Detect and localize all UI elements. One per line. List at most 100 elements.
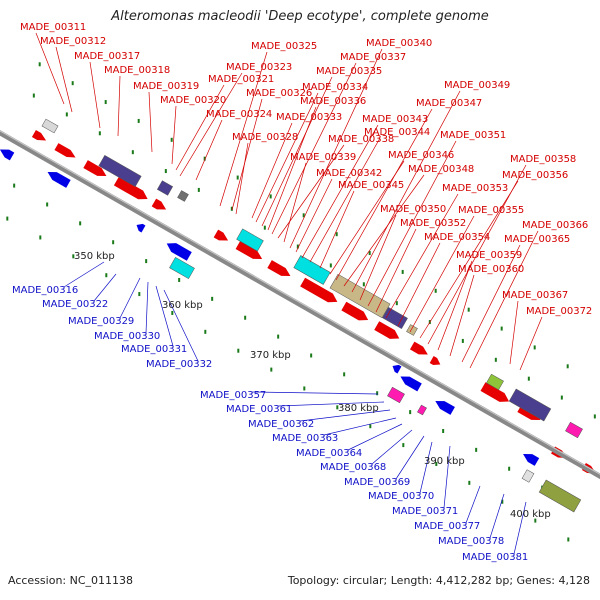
gene-label-reverse: MADE_00381: [462, 552, 528, 563]
leader-line-reverse: [371, 429, 413, 465]
gene-label-reverse: MADE_00362: [248, 419, 314, 430]
leader-line-forward: [419, 180, 519, 339]
forward-gene-arrow: [480, 382, 510, 402]
marker-dot: [277, 334, 280, 339]
marker-dot: [435, 461, 438, 466]
forward-gene-arrow: [213, 229, 229, 241]
leader-line-forward: [277, 144, 345, 239]
forward-gene-arrow: [54, 143, 76, 158]
gene-label-forward: MADE_00343: [362, 114, 428, 125]
leader-line-reverse: [323, 417, 397, 436]
marker-dot: [336, 405, 339, 410]
marker-dot: [467, 307, 470, 312]
marker-dot: [236, 175, 239, 180]
leader-line-reverse: [395, 435, 425, 480]
marker-dot: [98, 131, 101, 136]
marker-dot: [170, 137, 173, 142]
genome-backbone: [0, 129, 600, 480]
forward-gene-arrow: [300, 277, 338, 303]
map-title: Alteromonas macleodii 'Deep ecotype', co…: [111, 9, 489, 24]
marker-dot: [164, 169, 167, 174]
gene-label-reverse: MADE_00316: [12, 285, 78, 296]
marker-dot: [527, 376, 530, 381]
marker-dot: [6, 216, 9, 221]
marker-dot: [401, 269, 404, 274]
gene-label-forward: MADE_00360: [458, 264, 524, 275]
leader-line-forward: [219, 51, 268, 207]
marker-dot: [13, 183, 16, 188]
reverse-gene-arrow: [523, 454, 540, 466]
leader-line-forward: [375, 228, 417, 313]
marker-dot: [343, 372, 346, 377]
leader-line-forward: [255, 92, 319, 223]
reverse-gene-arrow: [0, 149, 15, 161]
leader-line-reverse: [93, 273, 117, 302]
functional-block: [169, 256, 195, 280]
gene-label-forward: MADE_00354: [424, 232, 490, 243]
marker-dots: [6, 62, 596, 542]
leader-line-forward: [509, 300, 519, 365]
marker-dot: [244, 315, 247, 320]
marker-dot: [434, 288, 437, 293]
feature-track: [0, 118, 597, 513]
accession-text: Accession: NC_011138: [8, 574, 134, 587]
marker-dot: [171, 310, 174, 315]
marker-dot: [560, 395, 563, 400]
gene-label-forward: MADE_00356: [502, 170, 568, 181]
marker-dot: [468, 480, 471, 485]
leader-line-forward: [235, 142, 249, 215]
marker-dot: [302, 213, 305, 218]
gene-label-forward: MADE_00353: [442, 183, 508, 194]
leader-line-reverse: [419, 441, 433, 494]
functional-block: [538, 479, 582, 513]
genome-backbone-highlight: [0, 130, 600, 475]
marker-dot: [593, 414, 596, 419]
leader-line-forward: [437, 260, 473, 351]
leader-line-forward: [231, 98, 263, 211]
marker-dot: [104, 100, 107, 105]
leader-line-forward: [251, 122, 293, 219]
marker-dot: [79, 221, 82, 226]
reverse-gene-arrow: [400, 376, 422, 392]
gene-label-forward: MADE_00333: [276, 112, 342, 123]
leader-line-forward: [301, 124, 379, 259]
marker-dot: [138, 292, 141, 297]
gene-label-forward: MADE_00319: [133, 81, 199, 92]
marker-dot: [38, 62, 41, 67]
marker-dot: [131, 150, 134, 155]
gene-label-forward: MADE_00352: [400, 218, 466, 229]
marker-dot: [335, 232, 338, 237]
gene-label-forward: MADE_00349: [444, 80, 510, 91]
leader-line-forward: [367, 140, 457, 307]
marker-dot: [72, 254, 75, 259]
gene-label-reverse: MADE_00322: [42, 299, 108, 310]
marker-dot: [303, 386, 306, 391]
gene-label-forward: MADE_00339: [290, 152, 356, 163]
leader-line-forward: [179, 72, 243, 177]
marker-dot: [65, 112, 68, 117]
marker-dot: [500, 326, 503, 331]
leader-line-forward: [289, 48, 383, 249]
marker-dot: [461, 338, 464, 343]
gene-label-forward: MADE_00351: [440, 130, 506, 141]
marker-dot: [368, 251, 371, 256]
marker-dot: [237, 348, 240, 353]
functional-block: [293, 255, 331, 285]
gene-label-forward: MADE_00318: [104, 65, 170, 76]
leader-line-forward: [397, 242, 441, 327]
label-leaders: [35, 32, 543, 555]
gene-label-forward: MADE_00328: [232, 132, 298, 143]
gene-label-forward: MADE_00355: [458, 205, 524, 216]
marker-dot: [270, 367, 273, 372]
forward-gene-arrow: [113, 176, 148, 200]
leader-line-reverse: [163, 289, 199, 362]
gene-label-forward: MADE_00336: [300, 96, 366, 107]
gene-label-forward: MADE_00334: [302, 82, 368, 93]
functional-block: [387, 386, 405, 404]
leader-line-forward: [295, 178, 333, 253]
forward-gene-arrow: [374, 321, 400, 339]
gene-label-reverse: MADE_00368: [320, 462, 386, 473]
scale-tick-label: 380 kbp: [338, 403, 379, 414]
